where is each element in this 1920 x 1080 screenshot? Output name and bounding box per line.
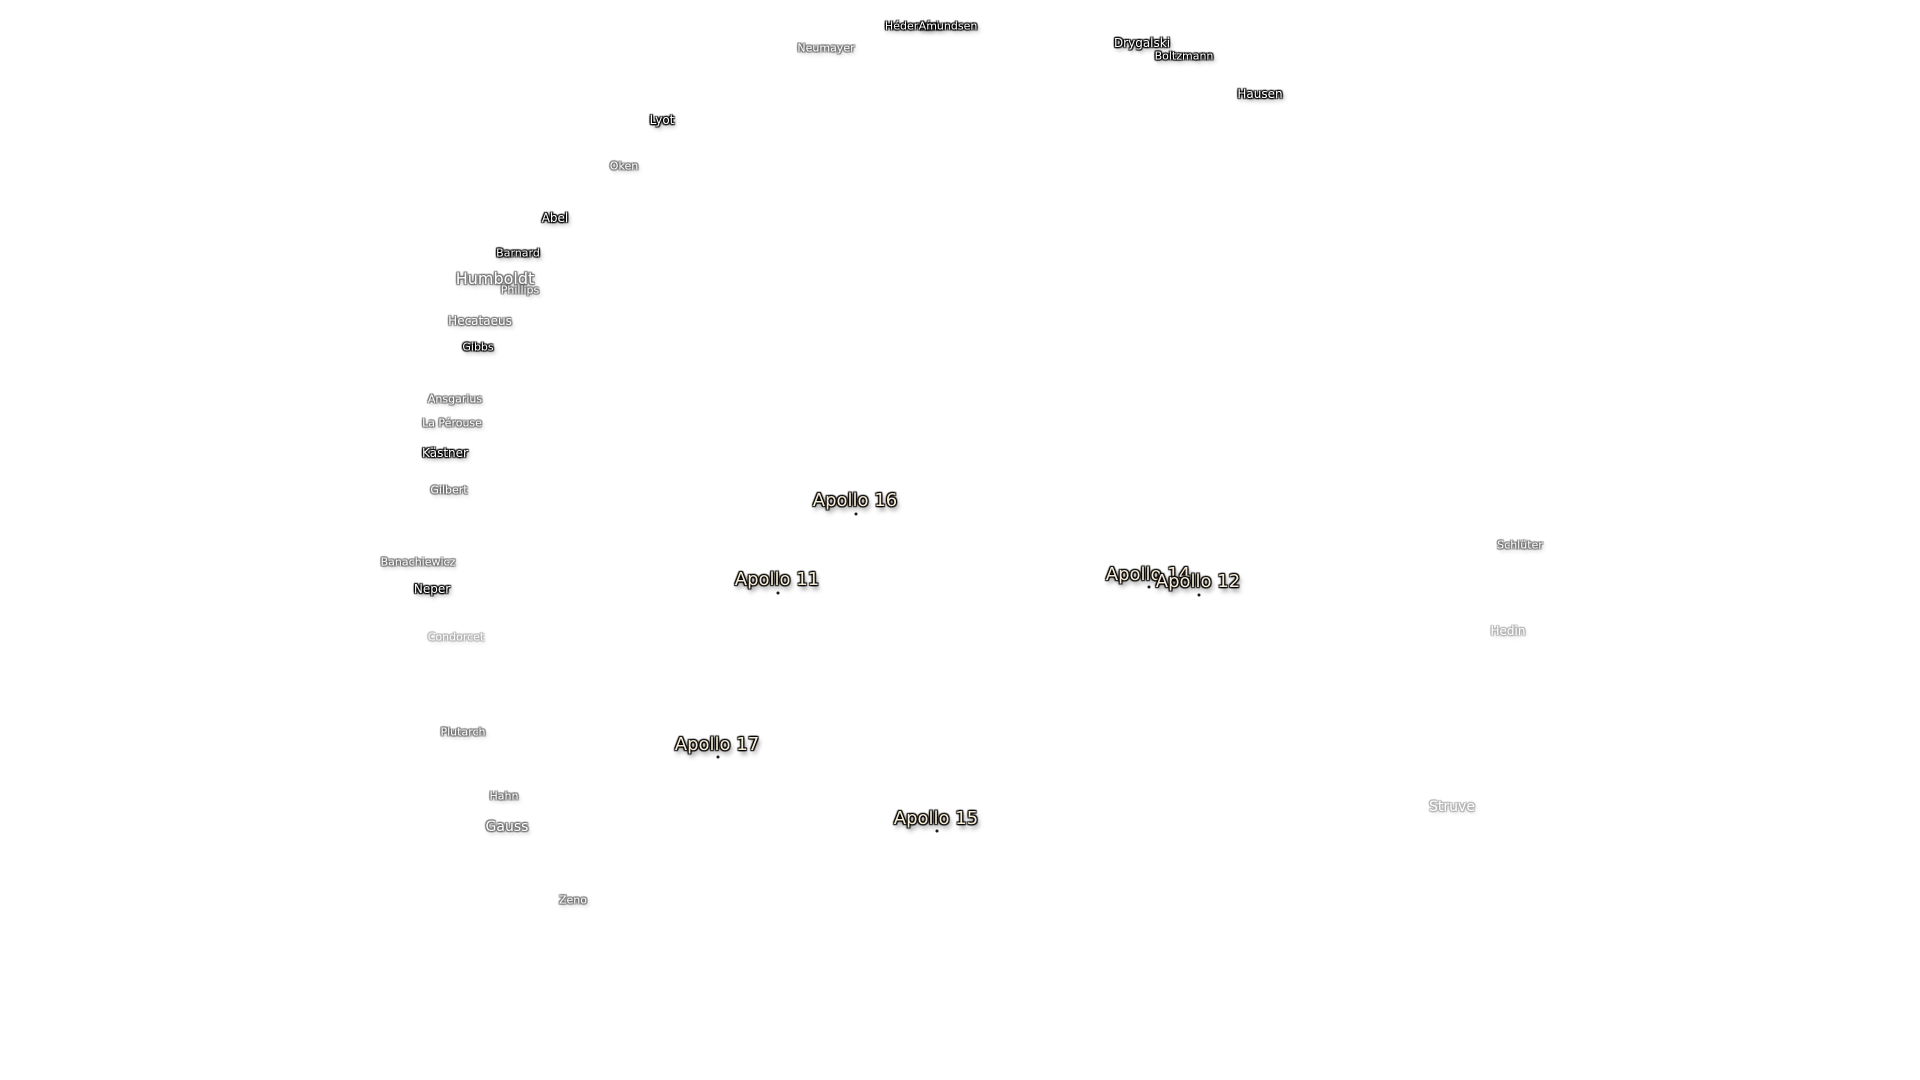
crater-label-hausen[interactable]: Hausen	[1237, 87, 1283, 101]
crater-label-drygalski[interactable]: Drygalski	[1113, 36, 1171, 50]
crater-label-kastner[interactable]: Kästner	[422, 446, 468, 460]
crater-label-hecataeus[interactable]: Hecataeus	[448, 314, 512, 328]
crater-label-struve[interactable]: Struve	[1429, 799, 1475, 815]
crater-label-oken[interactable]: Oken	[609, 159, 639, 173]
landing-site-marker-apollo-16[interactable]	[854, 512, 858, 516]
crater-label-hahn[interactable]: Hahn	[489, 789, 519, 803]
crater-label-schluter[interactable]: Schlüter	[1497, 538, 1543, 552]
crater-label-hedin[interactable]: Hedin	[1490, 624, 1526, 638]
landing-site-label-apollo-17[interactable]: Apollo 17	[674, 734, 760, 755]
crater-label-zeno[interactable]: Zeno	[558, 893, 588, 907]
crater-label-condorcet[interactable]: Condorcet	[427, 630, 485, 644]
landing-site-label-apollo-14[interactable]: Apollo 14	[1105, 564, 1191, 585]
landing-site-marker-apollo-15[interactable]	[935, 829, 939, 833]
crater-label-phillips[interactable]: Phillips	[500, 283, 540, 297]
crater-label-gibbs[interactable]: Gibbs	[462, 340, 494, 354]
landing-site-marker-apollo-12[interactable]	[1197, 593, 1201, 597]
crater-label-ansgarius[interactable]: Ansgarius	[427, 392, 483, 406]
crater-label-banachiewicz[interactable]: Banachiewicz	[380, 555, 456, 569]
crater-label-humboldt[interactable]: Humboldt	[455, 269, 535, 288]
crater-label-boltzmann[interactable]: Boltzmann	[1154, 49, 1214, 63]
crater-label-gilbert[interactable]: Gilbert	[430, 483, 468, 497]
crater-label-hedervari[interactable]: Hédervári	[884, 19, 940, 33]
crater-label-abel[interactable]: Abel	[541, 211, 569, 225]
landing-site-label-apollo-12[interactable]: Apollo 12	[1155, 571, 1241, 592]
landing-site-label-apollo-11[interactable]: Apollo 11	[734, 569, 820, 590]
crater-label-plutarch[interactable]: Plutarch	[440, 725, 486, 739]
crater-label-neumayer[interactable]: Neumayer	[797, 41, 855, 55]
landing-site-label-apollo-16[interactable]: Apollo 16	[812, 490, 898, 511]
landing-site-marker-apollo-11[interactable]	[776, 591, 780, 595]
crater-label-neper[interactable]: Neper	[413, 582, 451, 596]
landing-site-marker-apollo-17[interactable]	[716, 755, 720, 759]
crater-label-amundsen[interactable]: Amundsen	[918, 19, 978, 33]
crater-label-gauss[interactable]: Gauss	[485, 819, 529, 835]
landing-site-marker-apollo-14[interactable]	[1147, 585, 1151, 589]
crater-label-lyot[interactable]: Lyot	[649, 113, 675, 127]
landing-site-label-apollo-15[interactable]: Apollo 15	[893, 808, 979, 829]
crater-label-la-perouse[interactable]: La Pérouse	[422, 416, 482, 430]
crater-label-barnard[interactable]: Barnard	[496, 246, 540, 260]
